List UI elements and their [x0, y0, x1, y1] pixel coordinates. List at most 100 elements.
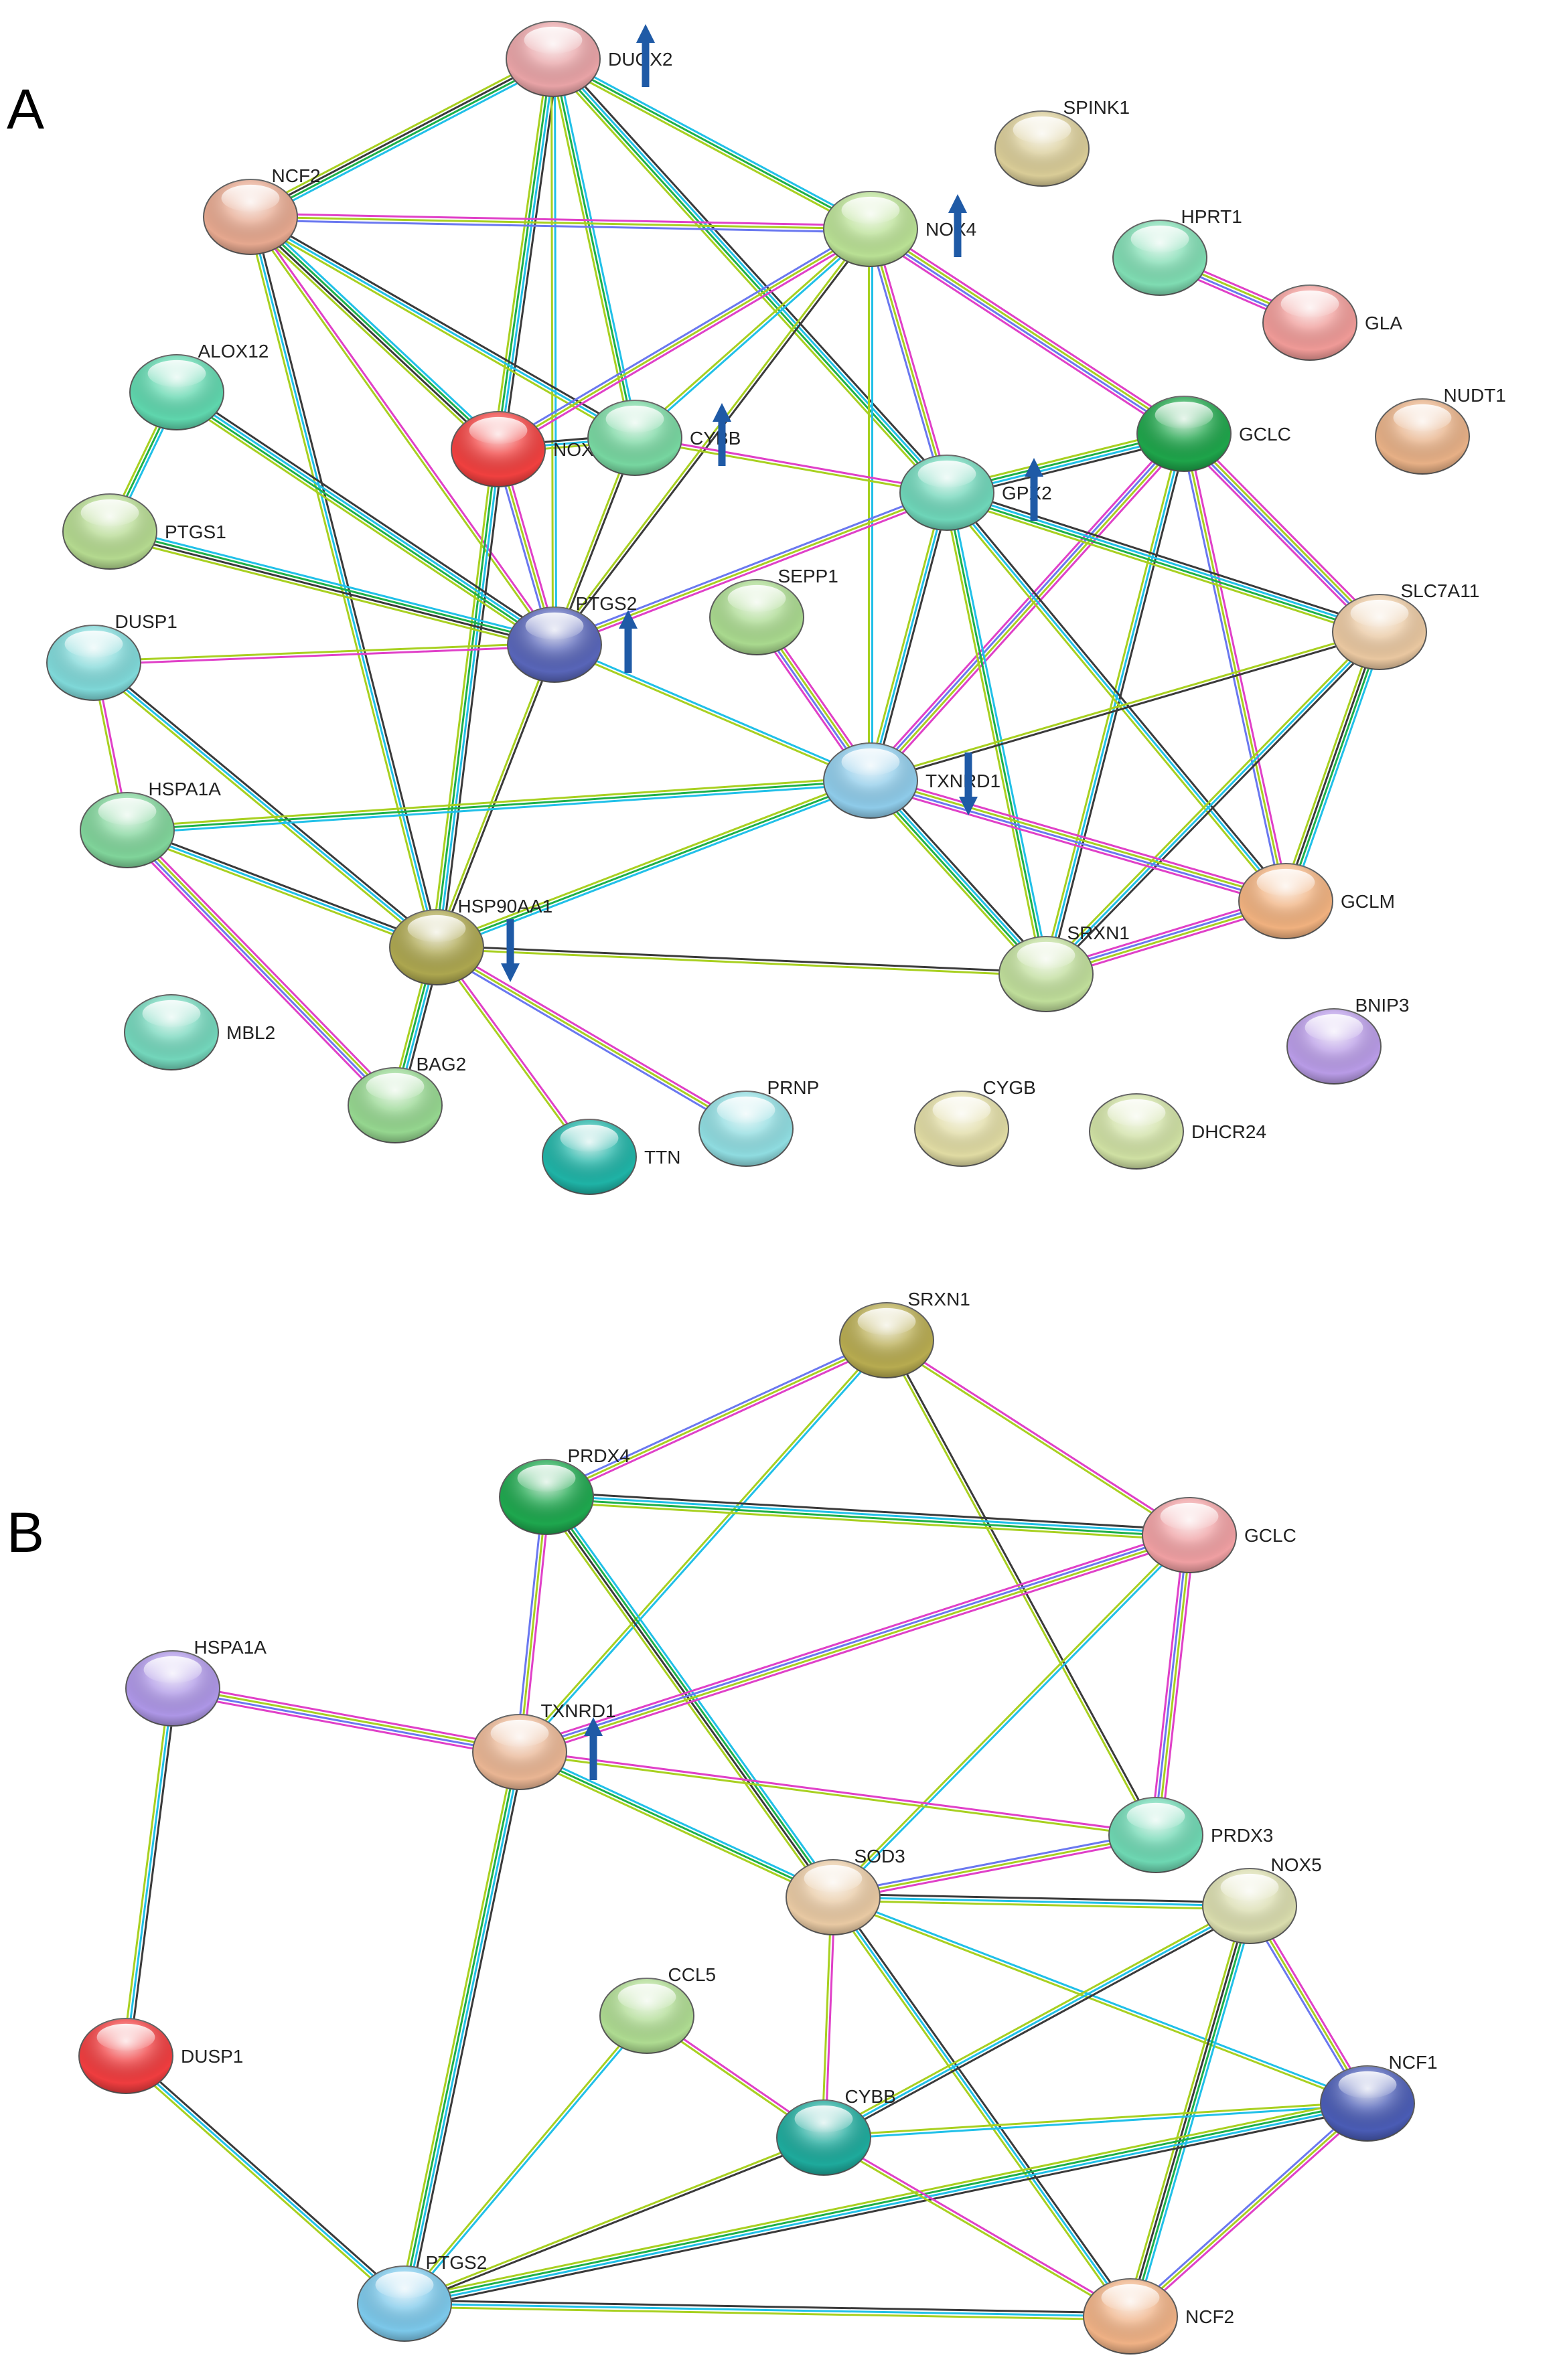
arrow-up-icon-gpx2 [1025, 458, 1043, 521]
node-hspa1a[interactable]: HSPA1A [80, 779, 221, 868]
node-ptgs1[interactable]: PTGS1 [62, 493, 226, 570]
node-label-hspa1a: HSPA1A [149, 779, 222, 799]
node-gclc[interactable]: GCLC [1136, 396, 1291, 472]
edge-nox5-ncf2 [1124, 1903, 1256, 2319]
edge-gpx2-slc7a11 [944, 487, 1382, 638]
edge-nox4-txnrd1 [868, 228, 873, 782]
node-label-srxn1: SRXN1 [1067, 923, 1130, 943]
edge-slc7a11-txnrd1 [869, 629, 1382, 783]
edge-txnrd1-gclm [868, 775, 1288, 907]
edge-duox2-cybb [548, 57, 640, 440]
node-label-hprt1: HPRT1 [1181, 206, 1242, 227]
node-label-gclc: GCLC [1239, 424, 1291, 445]
node-cybb[interactable]: CYBB [587, 400, 741, 476]
node-nudt1[interactable]: NUDT1 [1375, 385, 1506, 475]
node-nox5[interactable]: NOX5 [451, 411, 604, 487]
edge-duox2-nox5 [492, 57, 559, 451]
node-label-dusp1: DUSP1 [115, 611, 177, 632]
node-dusp1[interactable]: DUSP1 [78, 2018, 243, 2094]
edge-srxn1-gclc [885, 1338, 1191, 1538]
node-txnrd1[interactable]: TXNRD1 [472, 1700, 616, 1790]
edge-hsp90aa1-prnp [433, 943, 749, 1133]
node-prdx4[interactable]: PRDX4 [499, 1445, 630, 1535]
arrow-up-icon-txnrd1 [584, 1717, 603, 1780]
node-dusp1[interactable]: DUSP1 [46, 611, 177, 701]
node-label-ptgs2: PTGS2 [576, 593, 638, 614]
panel-a-letter: A [7, 78, 44, 141]
edge-gpx2-ptgs2 [552, 488, 950, 649]
node-gclc[interactable]: GCLC [1142, 1497, 1296, 1573]
edge-ncf2-nox5 [246, 212, 503, 454]
node-sod3[interactable]: SOD3 [786, 1846, 905, 1935]
edge-cybb-gpx2 [634, 435, 948, 495]
node-label-sod3: SOD3 [855, 1846, 905, 1867]
arrow-up-icon-cybb [713, 403, 731, 466]
node-slc7a11[interactable]: SLC7A11 [1332, 580, 1479, 670]
node-label-mbl2: MBL2 [226, 1022, 275, 1043]
node-alox12[interactable]: ALOX12 [129, 341, 269, 430]
edge-ncf2-nox4 [249, 212, 872, 234]
node-srxn1[interactable]: SRXN1 [839, 1289, 970, 1378]
node-hsp90aa1[interactable]: HSP90AA1 [389, 896, 553, 985]
node-bag2[interactable]: BAG2 [348, 1054, 466, 1143]
edge-gclc-txnrd1 [517, 1529, 1192, 1758]
arrow-up-icon-duox2 [636, 24, 655, 87]
node-duox2[interactable]: DUOX2 [506, 21, 672, 97]
node-label-gpx2: GPX2 [1002, 483, 1052, 503]
node-bnip3[interactable]: BNIP3 [1286, 995, 1409, 1085]
node-spink1[interactable]: SPINK1 [994, 97, 1130, 187]
node-ptgs2[interactable]: PTGS2 [507, 593, 638, 683]
edge-ccl5-ptgs2 [402, 2013, 650, 2306]
panel-b-edges [121, 1336, 1371, 2321]
node-cybb[interactable]: CYBB [776, 2086, 896, 2176]
node-label-cygb: CYGB [983, 1077, 1036, 1098]
arrow-up-icon-nox4 [948, 194, 967, 257]
node-dhcr24[interactable]: DHCR24 [1089, 1093, 1266, 1170]
edge-nox4-gclc [867, 224, 1188, 439]
node-mbl2[interactable]: MBL2 [124, 994, 275, 1070]
node-srxn1[interactable]: SRXN1 [998, 923, 1130, 1012]
node-gclm[interactable]: GCLM [1238, 863, 1395, 939]
edge-txnrd1-srxn1 [865, 776, 1051, 979]
node-gpx2[interactable]: GPX2 [899, 455, 1052, 531]
edge-ptgs2-dusp1 [92, 642, 556, 665]
edge-gpx2-txnrd1 [866, 491, 952, 783]
edge-ncf2-hsp90aa1 [246, 215, 441, 949]
edge-ncf1-ptgs2 [402, 2097, 1370, 2310]
edge-duox2-nox4 [550, 55, 873, 233]
node-cygb[interactable]: CYGB [914, 1077, 1036, 1167]
node-nox4[interactable]: NOX4 [823, 191, 976, 267]
node-txnrd1[interactable]: TXNRD1 [823, 742, 1000, 819]
edge-hspa1a-txnrd1 [171, 1682, 522, 1758]
edge-hspa1a-hsp90aa1 [125, 825, 439, 952]
node-label-ncf1: NCF1 [1389, 2052, 1438, 2073]
edge-nox4-gpx2 [866, 227, 952, 495]
node-nox5[interactable]: NOX5 [1202, 1854, 1322, 1944]
node-label-ttn: TTN [644, 1147, 680, 1168]
edge-sod3-ncf2 [829, 1894, 1134, 2320]
edge-txnrd1-sod3 [517, 1747, 836, 1902]
node-ccl5[interactable]: CCL5 [599, 1964, 716, 2054]
node-ncf2[interactable]: NCF2 [1083, 2278, 1234, 2355]
node-label-bag2: BAG2 [417, 1054, 467, 1075]
node-prdx3[interactable]: PRDX3 [1108, 1797, 1273, 1873]
node-ncf2[interactable]: NCF2 [203, 165, 321, 255]
node-hprt1[interactable]: HPRT1 [1112, 206, 1242, 296]
edge-nox4-cybb [632, 226, 873, 441]
node-ttn[interactable]: TTN [542, 1119, 680, 1195]
node-label-txnrd1: TXNRD1 [925, 771, 1000, 791]
node-label-hsp90aa1: HSP90AA1 [458, 896, 553, 917]
edge-dusp1-hsp90aa1 [90, 659, 440, 951]
arrow-down-icon-txnrd1 [959, 752, 978, 815]
node-sepp1[interactable]: SEPP1 [709, 566, 838, 655]
node-prnp[interactable]: PRNP [698, 1077, 819, 1167]
node-ptgs2[interactable]: PTGS2 [357, 2252, 487, 2342]
node-label-duox2: DUOX2 [608, 49, 672, 70]
edge-duox2-gpx2 [548, 54, 952, 497]
edge-hsp90aa1-srxn1 [435, 945, 1047, 977]
node-gla[interactable]: GLA [1262, 285, 1402, 361]
node-hspa1a[interactable]: HSPA1A [125, 1637, 267, 1727]
edge-gclc-srxn1 [1041, 432, 1189, 976]
panel-a-edges [90, 53, 1386, 1159]
node-ncf1[interactable]: NCF1 [1320, 2052, 1438, 2142]
